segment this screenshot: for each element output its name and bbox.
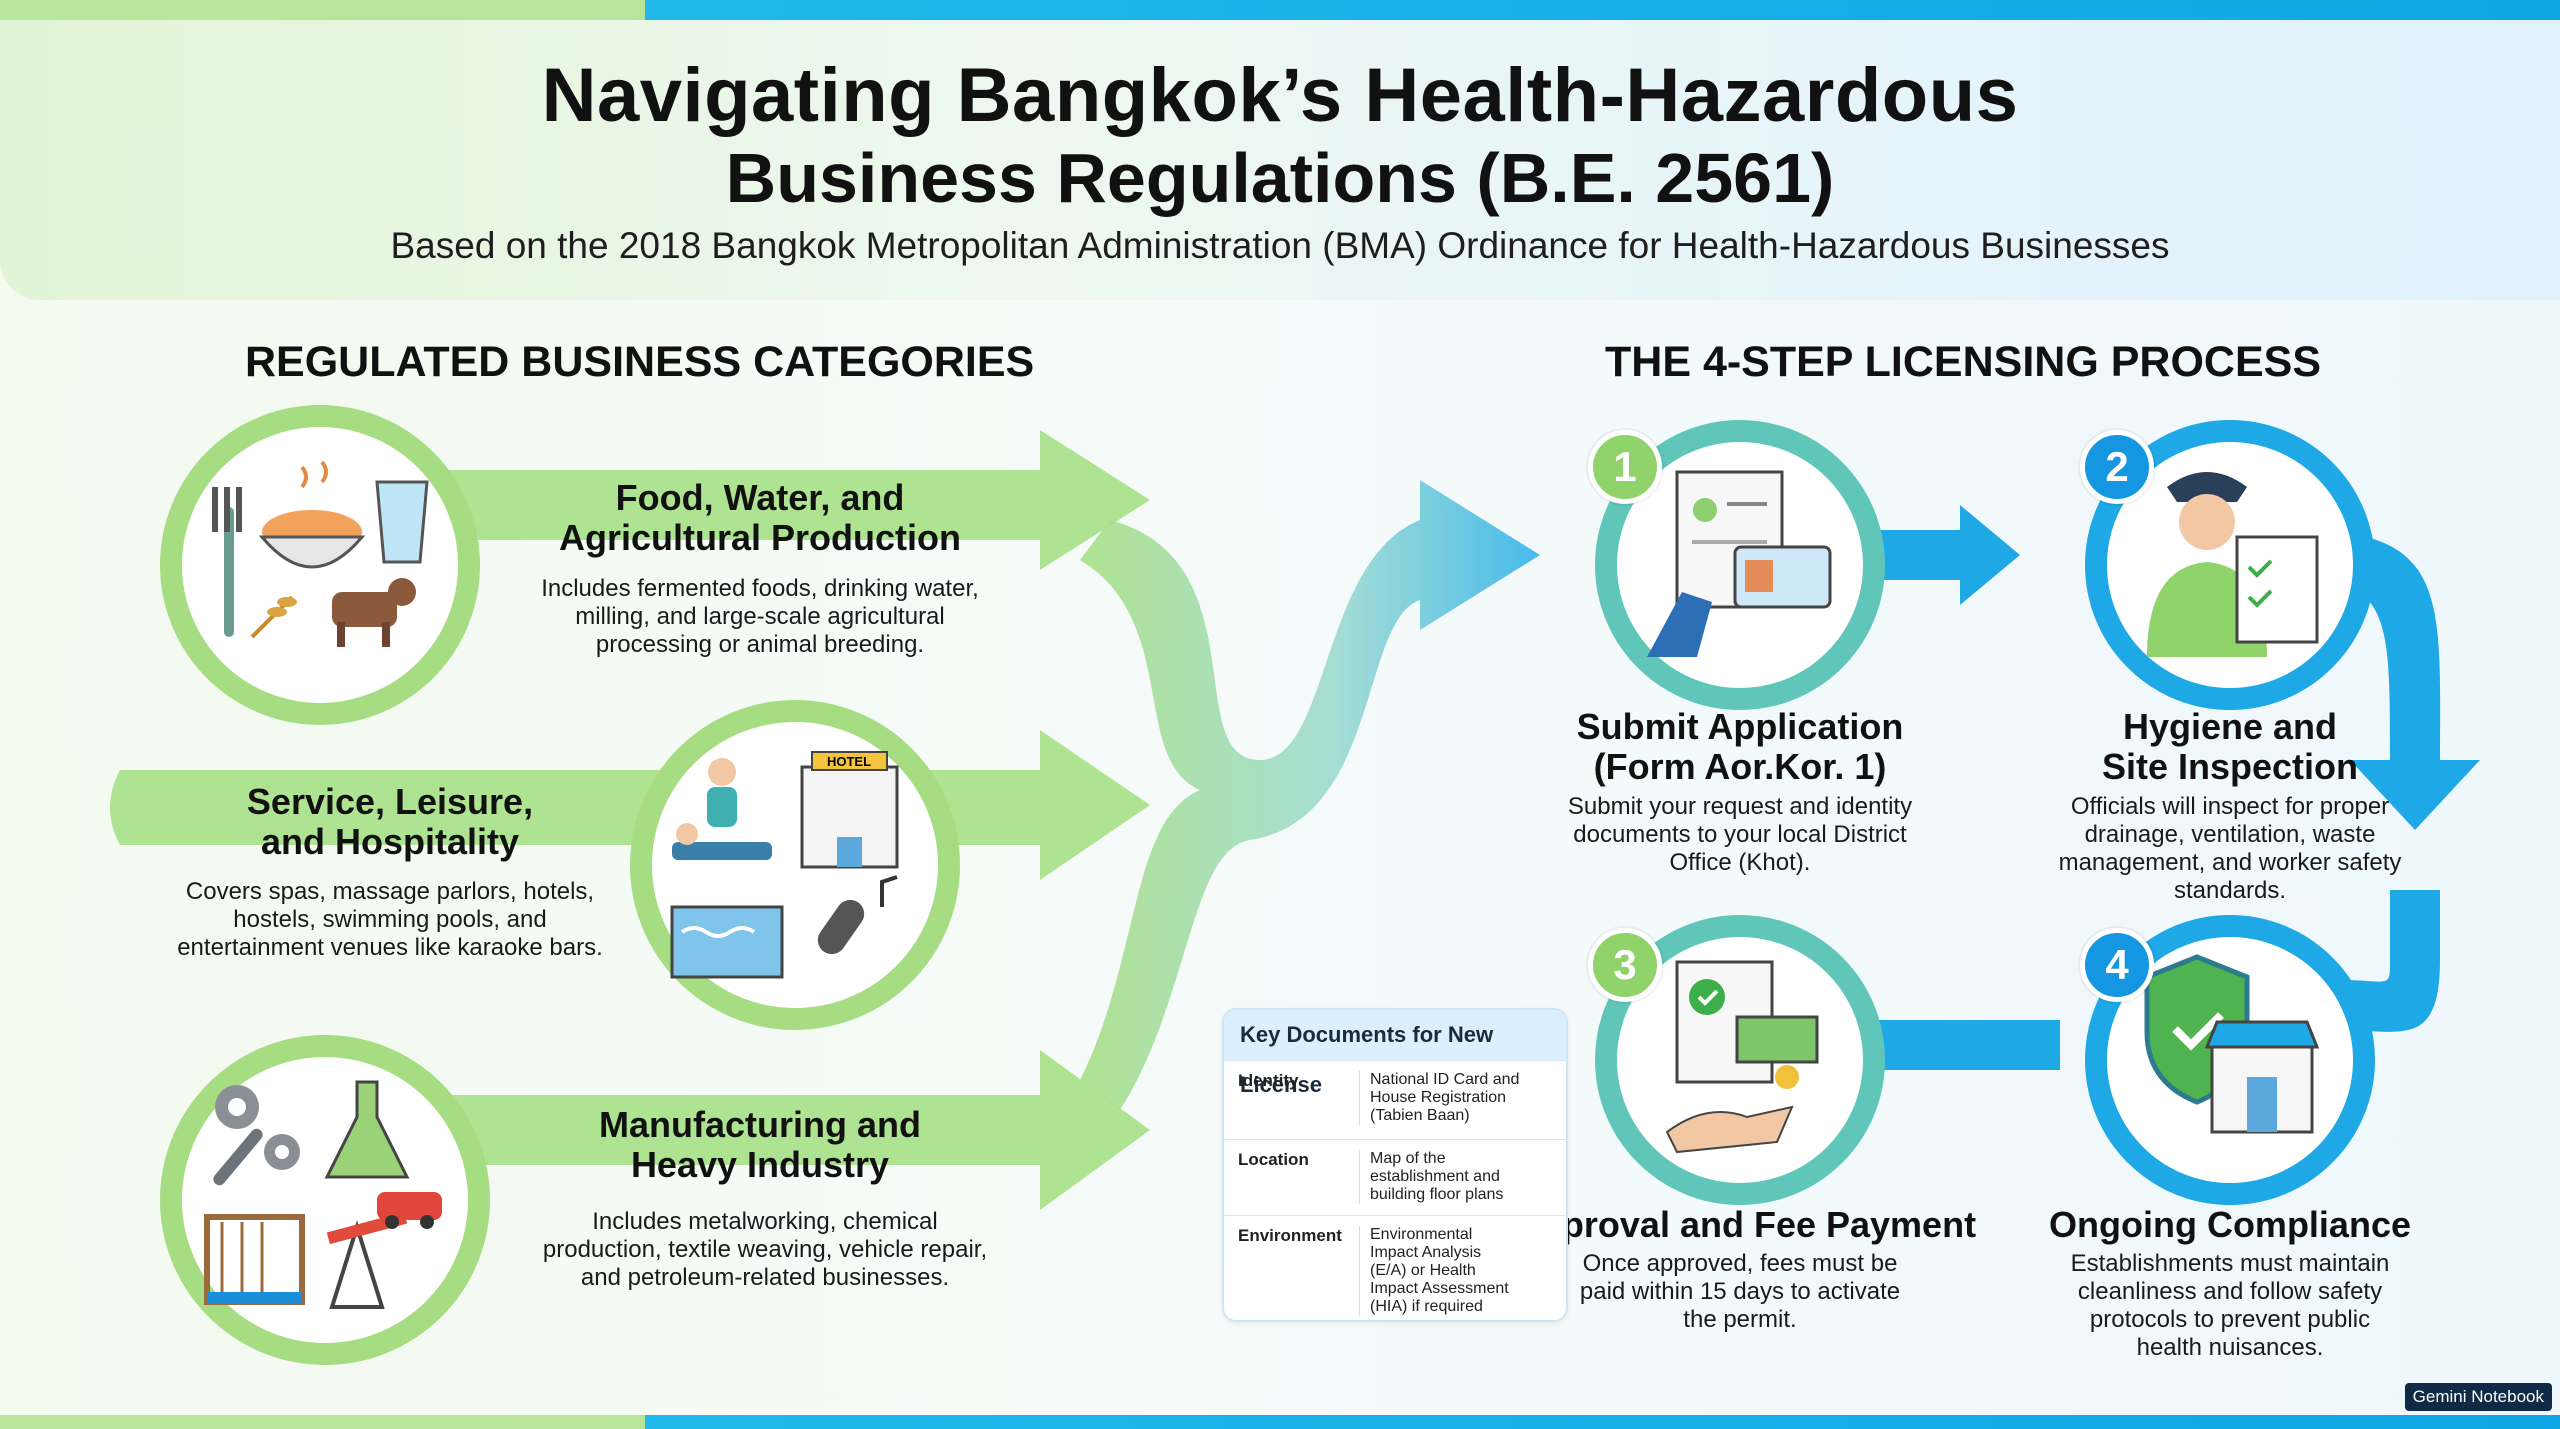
category-food-desc: Includes fermented foods, drinking water… bbox=[541, 575, 979, 658]
service-icons: HOTEL bbox=[670, 751, 899, 979]
category-service-title: Service, Leisure, and Hospitality bbox=[246, 781, 534, 862]
category-service-circle: HOTEL bbox=[630, 700, 960, 1030]
application-form-icon bbox=[1647, 470, 1832, 657]
step-arrow-4-3 bbox=[1760, 990, 2060, 1100]
step-2-title: Hygiene and Site Inspection bbox=[2101, 706, 2359, 787]
inspector-clipboard-icon bbox=[2147, 472, 2319, 657]
category-food-circle bbox=[160, 405, 480, 725]
bottom-accent-green bbox=[0, 1415, 645, 1429]
step-3-title: Approval and Fee Payment bbox=[1513, 1204, 1977, 1245]
page-title-line1: Navigating Bangkok’s Health-Hazardous bbox=[541, 53, 2019, 138]
step-1-title: Submit Application (Form Aor.Kor. 1) bbox=[1576, 706, 1904, 787]
step-arrow-2-4 bbox=[2300, 530, 2480, 830]
documents-card-title: Key Documents for New License bbox=[1224, 1010, 1566, 1097]
category-manufacturing-circle bbox=[160, 1035, 490, 1365]
step-1-desc: Submit your request and identity documen… bbox=[1567, 793, 1913, 876]
bottom-accent-blue bbox=[645, 1415, 2560, 1429]
key-documents-card: Key Documents for New License Identity N… bbox=[1222, 1008, 1568, 1322]
loom-icon bbox=[204, 1214, 305, 1305]
step-2-badge: 2 bbox=[2080, 430, 2154, 504]
page-title-line2: Business Regulations (B.E. 2561) bbox=[725, 139, 1835, 217]
documents-row-identity: Identity National ID Card and House Regi… bbox=[1224, 1060, 1566, 1139]
process-section-title: THE 4-STEP LICENSING PROCESS bbox=[1605, 338, 2322, 386]
step-4-badge: 4 bbox=[2080, 928, 2154, 1002]
step-4-desc: Establishments must maintain cleanliness… bbox=[2070, 1250, 2390, 1361]
shield-shop-icon bbox=[2144, 954, 2320, 1134]
step-3-badge: 3 bbox=[1588, 928, 1662, 1002]
cow-icon bbox=[332, 578, 416, 647]
manufacturing-icons bbox=[204, 1080, 442, 1309]
top-accent-blue bbox=[645, 0, 2560, 20]
food-icons bbox=[212, 460, 429, 647]
categories-section-title: REGULATED BUSINESS CATEGORIES bbox=[245, 338, 1035, 386]
car-icon bbox=[377, 1192, 442, 1229]
payment-approval-icon bbox=[1665, 960, 1819, 1154]
page-subtitle: Based on the 2018 Bangkok Metropolitan A… bbox=[390, 225, 2170, 266]
gear-wrench-icon bbox=[213, 1085, 300, 1186]
category-arrow-1 bbox=[300, 430, 1150, 570]
step-2-desc: Officials will inspect for proper draina… bbox=[2058, 793, 2402, 904]
category-manufacturing-desc: Includes metalworking, chemical producti… bbox=[542, 1208, 988, 1291]
category-arrow-3 bbox=[300, 1050, 1150, 1210]
footer-brand: Gemini Notebook bbox=[2404, 1383, 2552, 1411]
category-food-title: Food, Water, and Agricultural Production bbox=[558, 477, 961, 558]
step-4-title: Ongoing Compliance bbox=[2048, 1204, 2411, 1245]
step-1-badge: 1 bbox=[1588, 430, 1662, 504]
category-manufacturing-title: Manufacturing and Heavy Industry bbox=[599, 1104, 921, 1185]
hotel-icon: HOTEL bbox=[800, 751, 899, 869]
documents-row-environment: Environment Environmental Impact Analysi… bbox=[1224, 1215, 1566, 1320]
step-arrow-down bbox=[2340, 890, 2440, 1032]
header-band bbox=[0, 20, 2560, 300]
flask-icon bbox=[324, 1080, 410, 1179]
fork-icon bbox=[212, 487, 242, 637]
food-bowl-icon bbox=[258, 460, 366, 569]
wheat-icon bbox=[250, 595, 297, 639]
svg-text:HOTEL: HOTEL bbox=[827, 754, 871, 769]
top-accent-green bbox=[0, 0, 645, 20]
swimming-pool-icon bbox=[670, 905, 784, 979]
merge-swoosh bbox=[1080, 480, 1540, 1110]
category-service-desc: Covers spas, massage parlors, hotels, ho… bbox=[177, 878, 603, 961]
massage-icon bbox=[672, 758, 772, 860]
step-3-desc: Once approved, fees must be paid within … bbox=[1579, 1250, 1901, 1333]
microphone-icon bbox=[817, 875, 898, 955]
water-glass-icon bbox=[375, 480, 429, 564]
documents-row-location: Location Map of the establishment and bu… bbox=[1224, 1139, 1566, 1215]
